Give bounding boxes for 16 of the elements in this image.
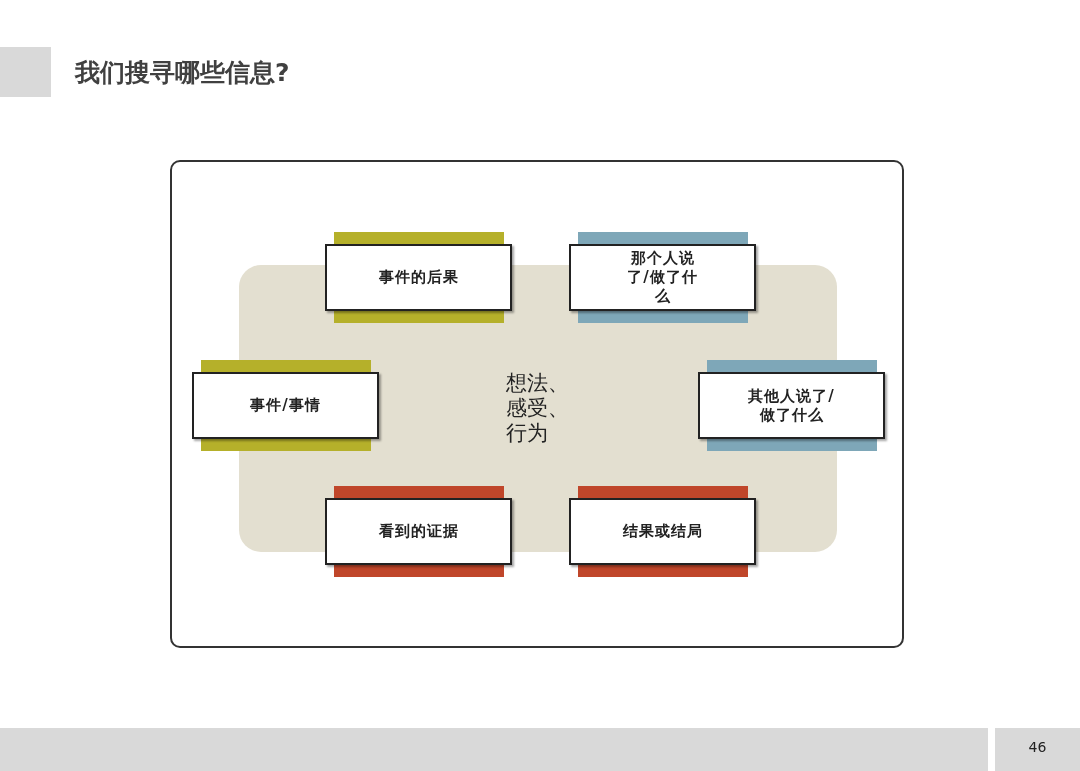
- box-text: 看到的证据: [378, 522, 459, 541]
- page-number: 46: [1027, 739, 1048, 755]
- center-text: 想法、感受、行为: [505, 370, 570, 447]
- box-text: 其他人说了/做了什么: [747, 386, 836, 425]
- label-box: [569, 244, 756, 311]
- box-text: 事件/事情: [250, 396, 321, 415]
- label-box: [569, 498, 756, 565]
- frame-box: [170, 160, 904, 648]
- label-box: [192, 372, 379, 439]
- box-text: 事件的后果: [378, 268, 459, 287]
- box-text: 结果或结局: [622, 522, 703, 541]
- label-box: [325, 498, 512, 565]
- slide-title: 我们搜寻哪些信息?: [75, 57, 290, 89]
- label-box: [698, 372, 885, 439]
- box-text: 那个人说了/做了什么: [626, 249, 699, 306]
- label-box: [325, 244, 512, 311]
